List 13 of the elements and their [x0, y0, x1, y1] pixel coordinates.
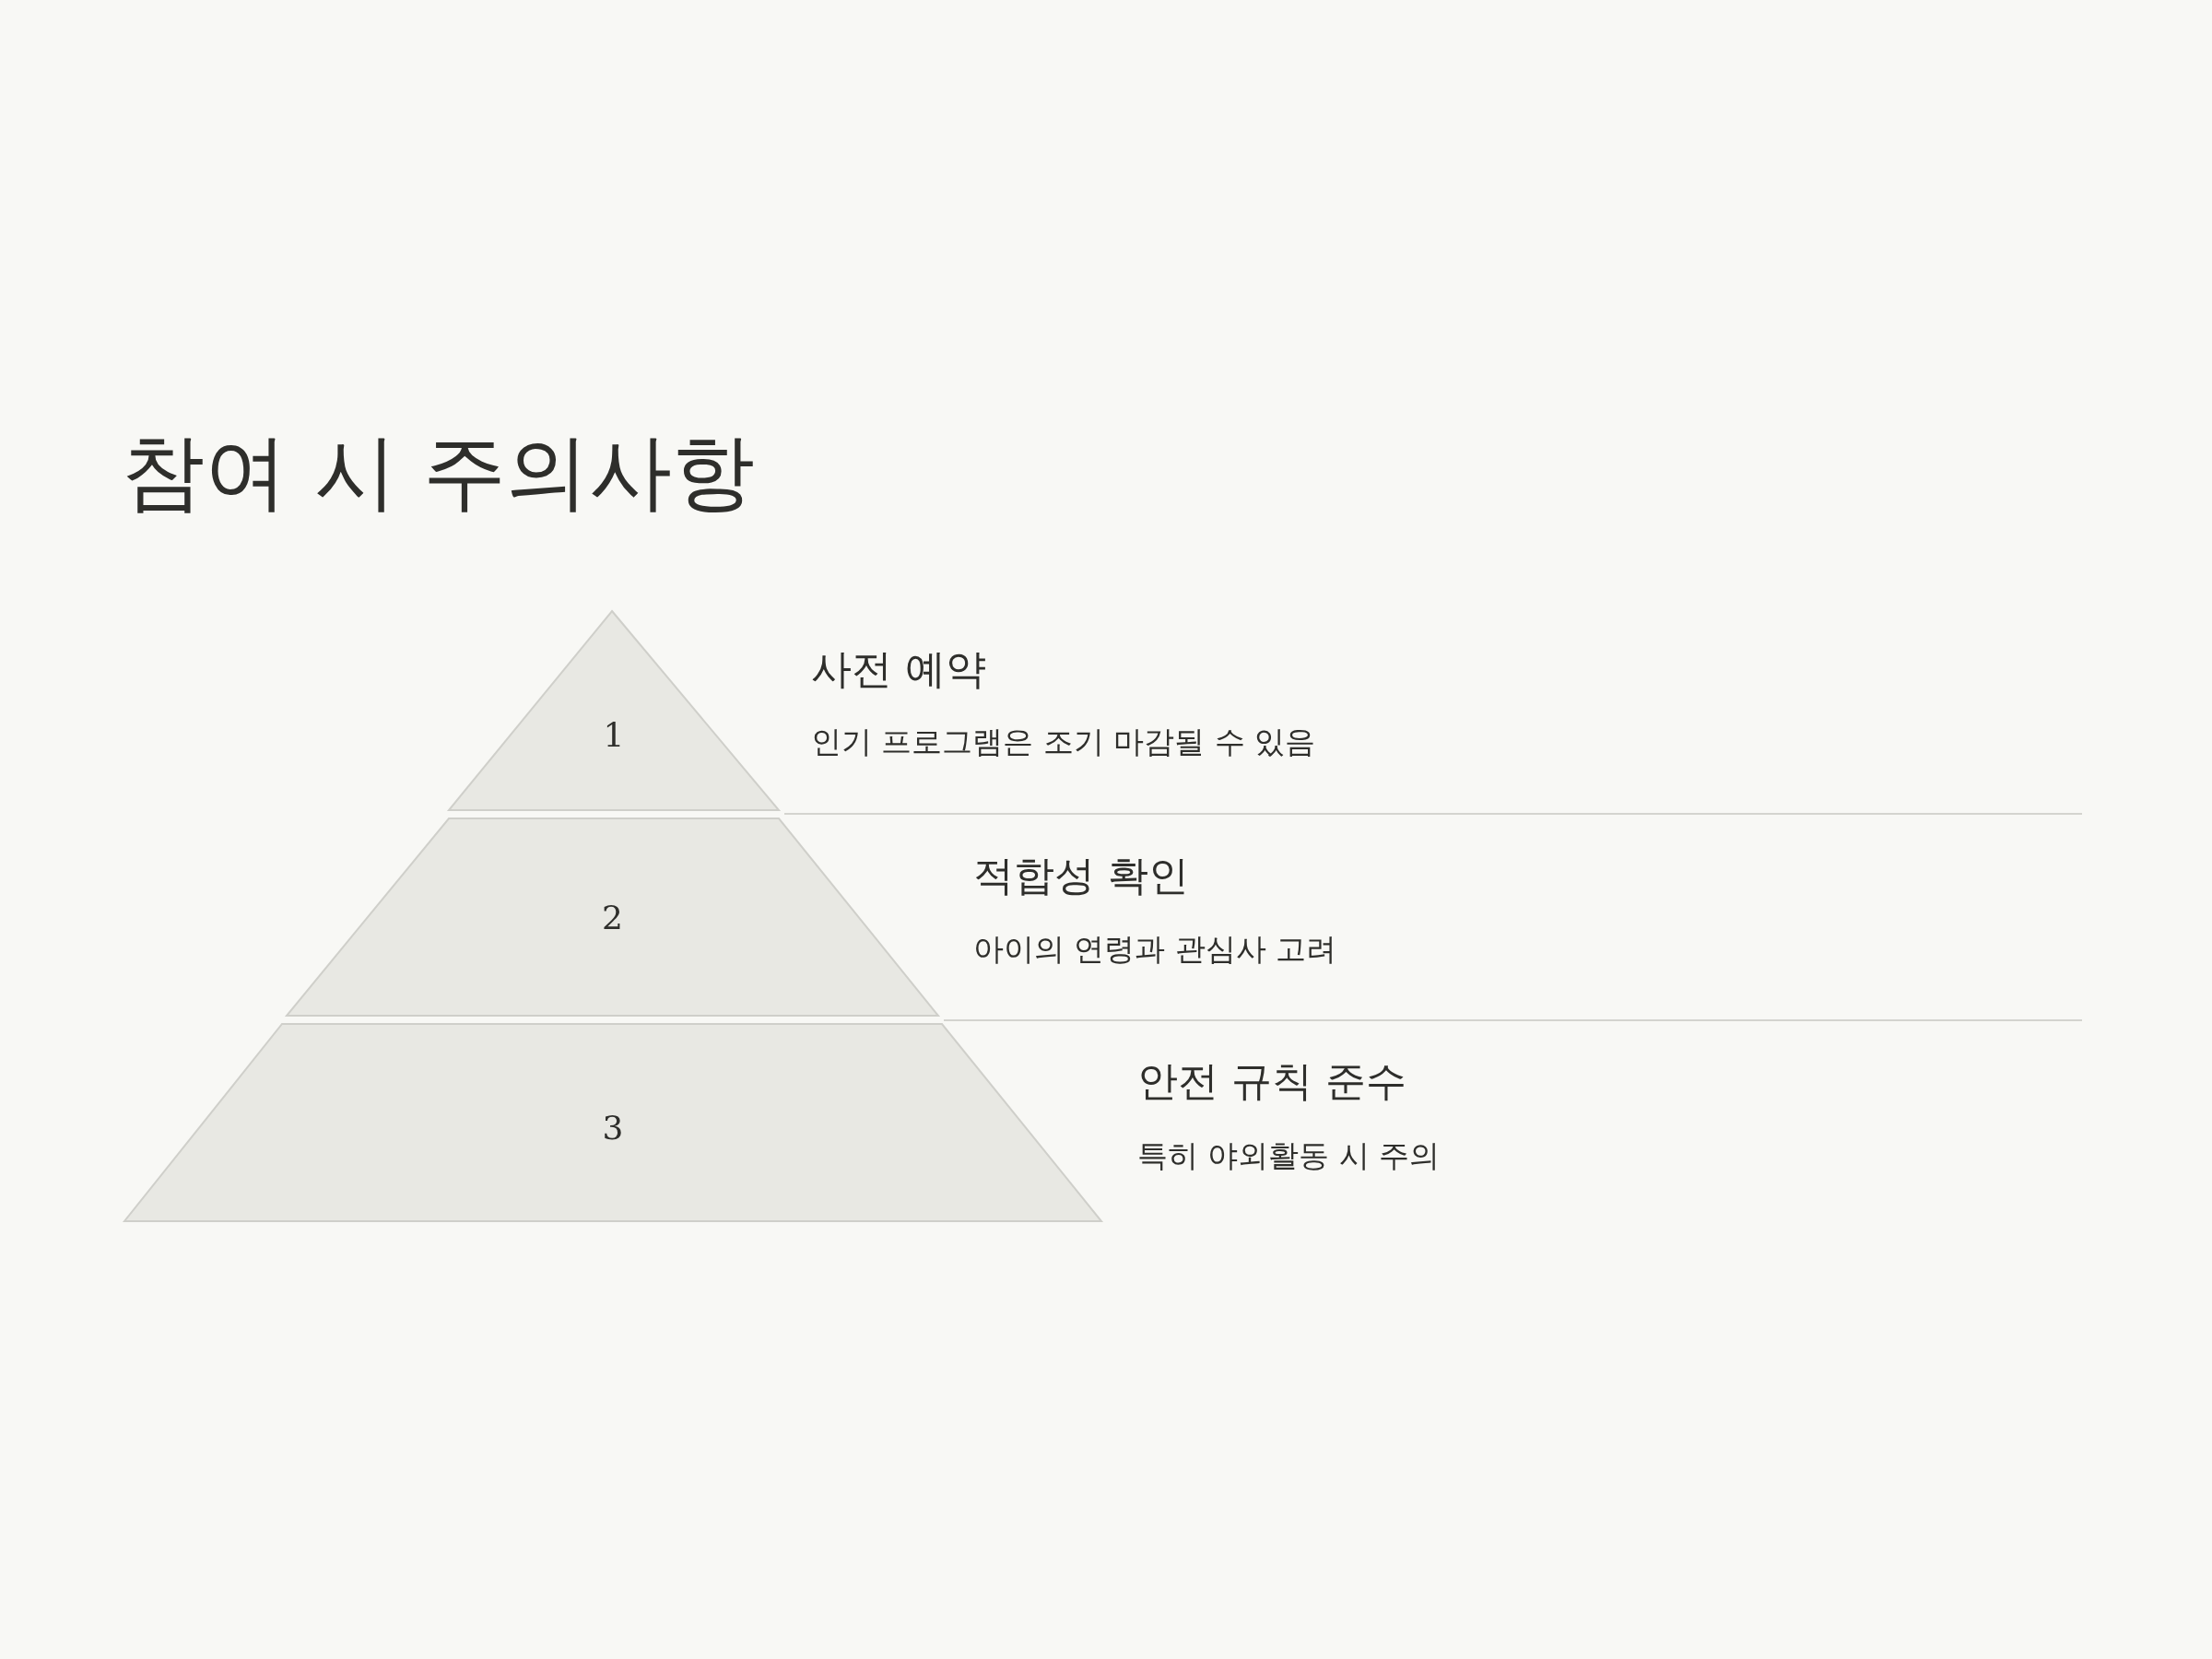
tier-heading: 적합성 확인 [973, 852, 1189, 900]
tier-number: 2 [601, 898, 624, 936]
tier-description: 아이의 연령과 관심사 고려 [973, 931, 1337, 968]
pyramid-tier [124, 1024, 1101, 1221]
tier-number: 1 [602, 715, 626, 754]
tier-heading: 사전 예약 [811, 645, 986, 694]
tier-heading: 안전 규칙 준수 [1137, 1057, 1406, 1106]
slide-title: 참여 시 주의사항 [122, 426, 756, 517]
tier-number: 3 [601, 1108, 625, 1147]
tier-description: 인기 프로그램은 조기 마감될 수 있음 [811, 724, 1316, 760]
pyramid-top-tier [449, 611, 779, 810]
tier-description: 특히 야외활동 시 주의 [1137, 1137, 1441, 1174]
pyramid-tier [287, 818, 938, 1016]
